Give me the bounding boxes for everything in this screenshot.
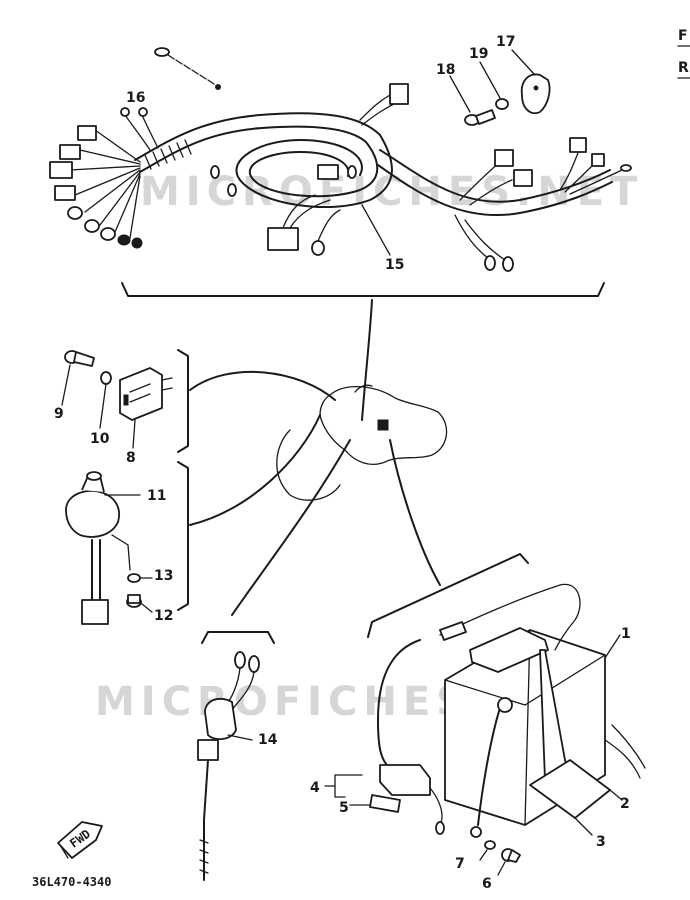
harness-plug-4 [117, 234, 131, 246]
callout-1: 1 [621, 626, 631, 642]
harness-connector-left-1 [77, 125, 97, 141]
wire-to-battery [389, 439, 441, 586]
harness-coupler-top [389, 83, 409, 105]
harness-plug-5 [131, 237, 143, 249]
callout-16: 16 [126, 90, 145, 106]
callout-6: 6 [482, 876, 492, 892]
callout-9: 9 [54, 406, 64, 422]
battery-group [439, 583, 646, 876]
callout-4: 4 [310, 780, 320, 796]
harness-connector-left-4 [54, 185, 76, 201]
ring-terminal-a [120, 107, 130, 117]
fuse-holder [439, 621, 467, 641]
coil-lead-end [435, 821, 445, 835]
harness-plug-2 [84, 219, 100, 233]
callout-10: 10 [90, 431, 110, 447]
harness-plug-inner [347, 165, 357, 179]
bracket-clip [520, 73, 551, 115]
edge-mark-r: R [678, 60, 689, 76]
battery-lead-end [470, 826, 482, 838]
callout-5: 5 [339, 800, 349, 816]
harness-plug-center [311, 240, 325, 256]
bolt-part-18 [464, 109, 496, 126]
harness-clamp-band [154, 47, 221, 90]
main-switch-part-11 [65, 490, 120, 538]
harness-coupler-right-4 [591, 153, 605, 167]
harness-connector-left-3 [49, 161, 73, 179]
wire-harness [49, 47, 632, 272]
ring-terminal-b [138, 107, 148, 117]
headlight-bracket-group [449, 49, 551, 126]
callout-19: 19 [469, 46, 488, 62]
harness-plug-inner-left-2 [227, 183, 237, 197]
harness-plug-lower-1 [484, 255, 496, 271]
group-bracket-side [177, 349, 189, 611]
harness-coupler-center [267, 227, 299, 251]
callout-18: 18 [436, 62, 455, 78]
relay-part-8 [119, 367, 163, 421]
harness-connector-left-2 [59, 144, 81, 160]
callouts: 1 2 3 4 5 6 7 8 9 10 11 12 13 14 15 16 1… [54, 34, 631, 892]
nut-part-12 [126, 594, 142, 608]
coil-cap-part-5 [369, 794, 401, 813]
bolt-part-9 [61, 350, 95, 406]
battery-top-cap [469, 627, 549, 673]
relay-coil-group [324, 639, 445, 835]
harness-plug-3 [100, 227, 116, 241]
harness-plug-inner-left [210, 165, 220, 179]
harness-coupler-right-2 [513, 169, 533, 187]
harness-plug-right [620, 164, 632, 172]
washer-part-19 [495, 98, 509, 110]
edge-mark-f: F [678, 28, 688, 44]
wire-to-harness [361, 299, 373, 421]
bolt-part-6 [501, 848, 521, 863]
callout-8: 8 [126, 450, 136, 466]
callout-13: 13 [154, 568, 173, 584]
wire-to-switch [189, 414, 321, 526]
harness-braid [144, 139, 192, 170]
neutral-plug-1 [234, 651, 246, 669]
wire-to-neutral-switch [231, 439, 351, 616]
neutral-switch-body [197, 739, 219, 761]
callout-3: 3 [596, 834, 606, 850]
washer-part-10 [99, 371, 112, 429]
neutral-switch-group [197, 651, 260, 881]
forward-arrow-icon: FWD [57, 821, 103, 859]
callout-11: 11 [147, 488, 166, 504]
main-switch-group [65, 471, 153, 625]
callout-15: 15 [385, 257, 404, 273]
nut-part-7 [484, 840, 496, 850]
battery-terminal [497, 697, 513, 713]
callout-2: 2 [620, 796, 630, 812]
coil-part-4 [379, 764, 431, 796]
harness-plug-1 [67, 206, 83, 220]
callout-12: 12 [154, 608, 173, 624]
group-bracket-neutral [201, 631, 275, 644]
callout-14: 14 [258, 732, 278, 748]
callout-7: 7 [455, 856, 465, 872]
frame-outline [276, 384, 448, 501]
callout-17: 17 [496, 34, 515, 50]
group-bracket-battery [367, 553, 529, 638]
relay-group [61, 350, 173, 449]
main-switch-coupler [81, 599, 109, 625]
harness-coupler-right-3 [569, 137, 587, 153]
diagram-code: 36L470-4340 [32, 875, 111, 889]
washer-part-13 [127, 573, 141, 583]
harness-coupler-inner [317, 164, 339, 180]
group-bracket-harness [121, 282, 605, 297]
harness-plug-lower-2 [502, 256, 514, 272]
neutral-switch-part-14 [204, 698, 237, 741]
wire-to-relay [189, 370, 336, 401]
neutral-plug-2 [248, 655, 260, 673]
harness-coupler-right-1 [494, 149, 514, 167]
